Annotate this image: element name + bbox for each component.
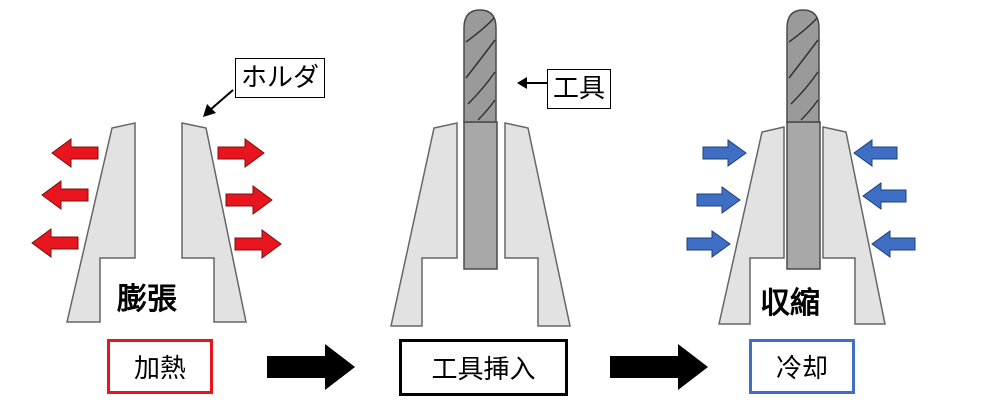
holder-left-half: [718, 126, 785, 325]
blue-arrow-icon: [696, 186, 741, 214]
end-mill-tool: [463, 9, 498, 270]
step-box-insert: 工具挿入: [399, 339, 568, 396]
red-arrow-icon: [51, 138, 99, 168]
step-box-heat: 加熱: [107, 339, 213, 394]
tool-pointer-arrow: [517, 77, 548, 89]
tool-shank: [463, 121, 498, 270]
blue-arrow-icon: [862, 182, 907, 210]
holder-right-half: [822, 126, 886, 325]
tool-shank: [786, 121, 821, 270]
state-label-expand: 膨張: [117, 282, 177, 317]
blue-arrow-icon: [871, 230, 916, 258]
red-arrow-icon: [31, 228, 79, 258]
blue-arrow-icon: [853, 139, 898, 167]
holder-shrunk: [718, 126, 886, 325]
holder-normal: [390, 122, 571, 327]
end-mill-tool: [786, 9, 821, 270]
holder-expanded: [66, 122, 247, 323]
blue-arrow-icon: [686, 230, 731, 258]
step-arrow-icon: [267, 344, 355, 390]
holder-callout: ホルダ: [235, 58, 326, 98]
holder-left-half: [390, 122, 458, 327]
heat-arrows-left: [31, 138, 99, 258]
cool-arrows-right: [853, 139, 916, 258]
blue-arrow-icon: [702, 139, 747, 167]
red-arrow-icon: [217, 138, 265, 168]
tool-callout: 工具: [547, 69, 612, 109]
holder-pointer-arrow: [203, 89, 234, 117]
red-arrow-icon: [225, 185, 273, 215]
state-label-shrink: 収縮: [760, 286, 820, 321]
arrowhead-icon: [203, 104, 216, 117]
holder-right-half: [504, 122, 571, 327]
red-arrow-icon: [234, 229, 282, 259]
holder-left-half: [66, 122, 136, 323]
cool-arrows-left: [686, 139, 747, 258]
arrowhead-icon: [517, 77, 527, 89]
red-arrow-icon: [41, 180, 89, 210]
step-arrow-icon: [610, 344, 708, 390]
heat-arrows-right: [217, 138, 282, 259]
step-box-cool: 冷却: [749, 339, 855, 394]
holder-right-half: [181, 122, 247, 323]
